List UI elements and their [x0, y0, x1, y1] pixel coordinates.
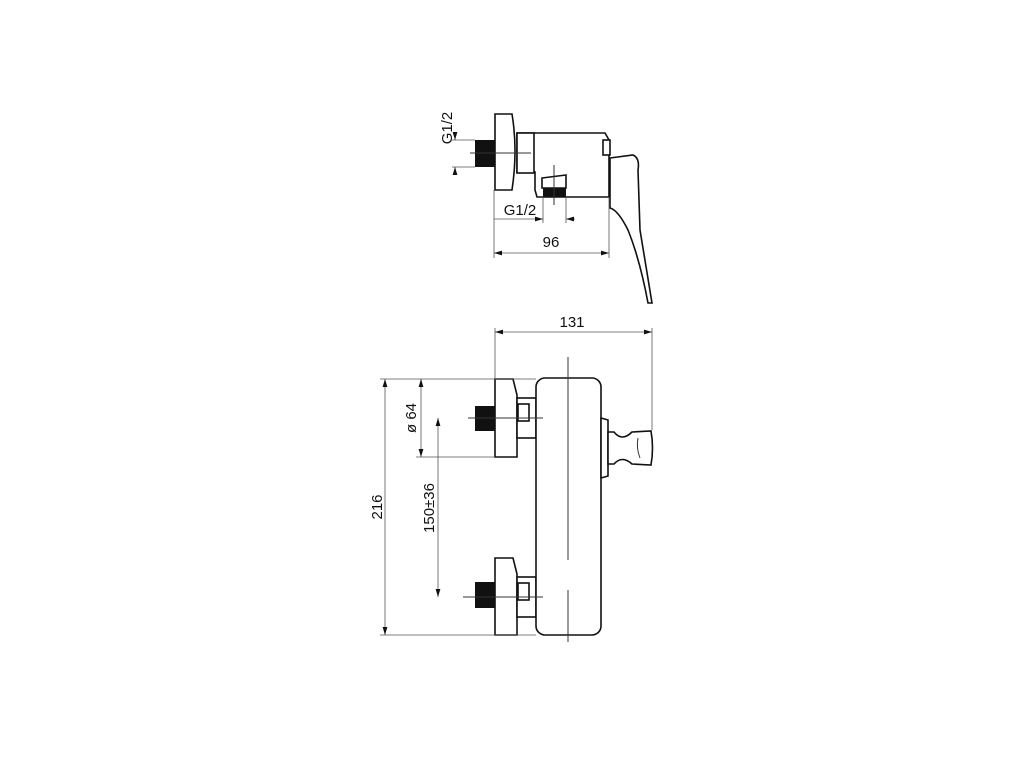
front-view: 131 216 ø 64 150±36 [369, 314, 654, 642]
handle-plate [600, 416, 609, 480]
lever-handle [607, 430, 654, 466]
side-view: G1/2 G1/2 96 [439, 112, 653, 304]
cap [602, 139, 611, 156]
width-label: 131 [559, 314, 584, 331]
height-label: 216 [369, 494, 386, 519]
inlet-thread-label: G1/2 [439, 112, 456, 145]
outlet-thread-label: G1/2 [504, 202, 537, 219]
escutcheon-diameter-label: ø 64 [403, 403, 420, 433]
inlet-spacing-label: 150±36 [421, 483, 438, 533]
inlet-thread-bottom [475, 582, 495, 608]
lever-handle [609, 154, 653, 304]
depth-label: 96 [543, 234, 560, 251]
escutcheon [494, 113, 516, 191]
